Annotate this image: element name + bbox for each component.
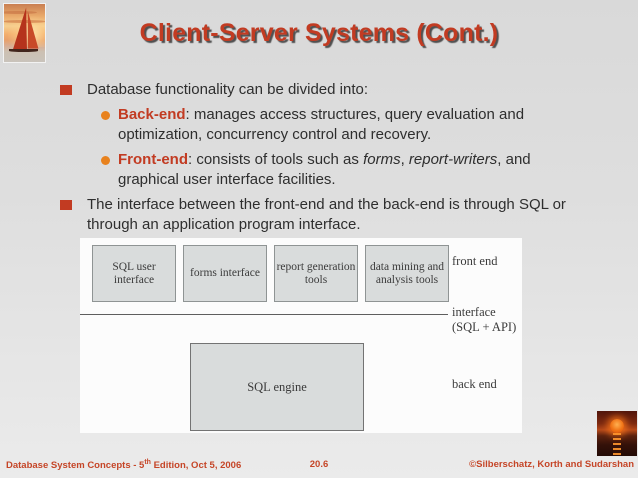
back-end-label: back end bbox=[452, 377, 497, 391]
text-run: : consists of tools such as bbox=[187, 151, 364, 168]
slide-title: Client-Server Systems (Cont.) bbox=[139, 19, 499, 47]
sub-bullet-item: Back-end: manages access structures, que… bbox=[101, 105, 548, 145]
circle-bullet-icon bbox=[101, 156, 110, 165]
text-run: Database System Concepts - 5 bbox=[6, 460, 145, 472]
footer-book-title: Database System Concepts - 5th Edition, … bbox=[6, 459, 241, 471]
superscript-th: th bbox=[144, 459, 151, 466]
slide-footer: Database System Concepts - 5th Edition, … bbox=[0, 459, 638, 473]
interface-label-line2: (SQL + API) bbox=[452, 320, 517, 334]
term-backend: Back-end bbox=[118, 106, 186, 123]
cloud-band bbox=[4, 10, 37, 14]
text-run: : manages access structures, query evalu… bbox=[118, 106, 525, 143]
sub-bullet-text: Front-end: consists of tools such as for… bbox=[118, 150, 548, 190]
interface-label-line1: interface bbox=[452, 305, 496, 319]
bullet-text: The interface between the front-end and … bbox=[87, 196, 566, 233]
square-bullet-icon bbox=[60, 200, 72, 210]
architecture-diagram: SQL user interface forms interface repor… bbox=[80, 238, 522, 433]
diagram-box-sql-engine: SQL engine bbox=[190, 343, 364, 431]
bullet-item: Database functionality can be divided in… bbox=[60, 80, 595, 100]
diagram-box-report-generation-tools: report generation tools bbox=[274, 245, 358, 302]
diagram-box-data-mining-tools: data mining and analysis tools bbox=[365, 245, 449, 302]
text-run: , and graphical user interface facilitie… bbox=[118, 151, 531, 188]
interface-divider-line bbox=[80, 314, 448, 315]
footer-copyright: ©Silberschatz, Korth and Sudarshan bbox=[469, 459, 634, 470]
text-run-italic: report-writers bbox=[408, 151, 498, 168]
square-bullet-icon bbox=[60, 85, 72, 95]
diagram-box-sql-user-interface: SQL user interface bbox=[92, 245, 176, 302]
diagram-box-forms-interface: forms interface bbox=[183, 245, 267, 302]
sun-shape bbox=[610, 419, 624, 433]
text-run-italic: forms bbox=[363, 151, 401, 168]
text-run: Edition, Oct 5, 2006 bbox=[150, 460, 242, 472]
front-end-label: front end bbox=[452, 254, 498, 268]
interface-label: interface (SQL + API) bbox=[452, 305, 516, 335]
sub-bullet-item: Front-end: consists of tools such as for… bbox=[101, 150, 548, 190]
sailboat-photo-icon bbox=[3, 3, 46, 63]
sub-bullet-text: Back-end: manages access structures, que… bbox=[118, 105, 548, 145]
text-run: , bbox=[400, 151, 409, 168]
boat-hull-shape bbox=[8, 48, 39, 52]
sun-reflection-shape bbox=[613, 433, 621, 456]
term-frontend: Front-end bbox=[118, 151, 188, 168]
bullet-text: Database functionality can be divided in… bbox=[87, 81, 369, 98]
circle-bullet-icon bbox=[101, 111, 110, 120]
bullet-item: The interface between the front-end and … bbox=[60, 195, 595, 235]
sunset-photo-icon bbox=[596, 410, 638, 457]
footer-page-number: 20.6 bbox=[309, 459, 329, 470]
